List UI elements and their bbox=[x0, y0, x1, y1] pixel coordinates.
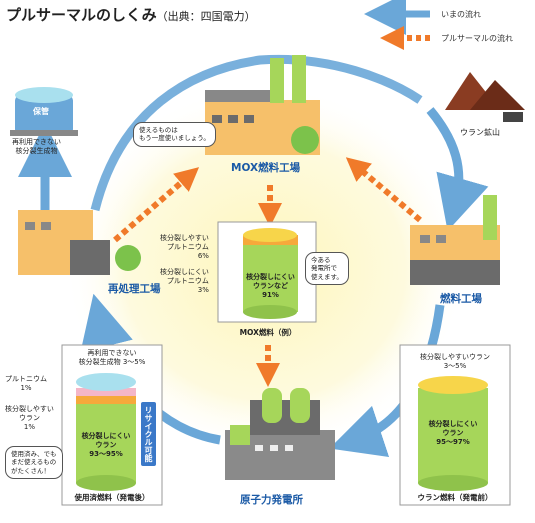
mox-fuel-cylinder bbox=[217, 221, 317, 323]
spent-plutonium-label: プルトニウム 1% bbox=[5, 375, 47, 392]
mox-fissile-pu-label: 核分裂しやすい プルトニウム 6% bbox=[160, 234, 209, 260]
recycle-badge: リサイクル可能 bbox=[141, 402, 156, 466]
mine-icon bbox=[445, 72, 525, 122]
legend-pluthermal-label: プルサーマルの流れ bbox=[441, 34, 513, 43]
spent-usable-bubble: 使用済み、でも まだ使えるもの がたくさん！ bbox=[5, 446, 63, 480]
legend-current-label: いまの流れ bbox=[441, 10, 481, 19]
mox-fuel-caption: MOX燃料（例） bbox=[239, 328, 297, 337]
uranium-fissile-label: 核分裂しやすいウラン 3～5% bbox=[420, 353, 490, 370]
reprocessing-label: 再処理工場 bbox=[108, 283, 161, 295]
uranium-mine-label: ウラン鉱山 bbox=[460, 128, 500, 137]
spent-fission-products-label: 再利用できない 核分裂生成物 3～5% bbox=[78, 349, 146, 366]
mox-uranium-label: 核分裂しにくい ウランなど 91% bbox=[246, 273, 295, 299]
spent-fuel-cylinder bbox=[61, 344, 163, 506]
storage-label: 保管 bbox=[33, 107, 49, 116]
spent-fissile-uranium-label: 核分裂しやすい ウラン 1% bbox=[5, 405, 54, 431]
mox-factory-icon bbox=[205, 55, 320, 155]
uranium-fuel-caption: ウラン燃料（発電前） bbox=[417, 493, 493, 502]
current-plant-bubble: 今ある 発電所で 使えます。 bbox=[305, 252, 349, 286]
fuel-factory-icon bbox=[410, 195, 500, 285]
mox-factory-label: MOX燃料工場 bbox=[231, 162, 301, 174]
spent-fuel-caption: 使用済燃料（発電後） bbox=[74, 493, 150, 502]
title-source: （出典：四国電力） bbox=[156, 10, 256, 23]
cycle-arrow-icon bbox=[90, 54, 423, 212]
power-plant-label: 原子力発電所 bbox=[240, 494, 303, 506]
page-title: プルサーマルのしくみ（出典：四国電力） bbox=[6, 6, 256, 24]
power-plant-icon bbox=[225, 388, 335, 480]
uranium-nonfissile-label: 核分裂しにくい ウラン 95～97% bbox=[428, 420, 478, 446]
reprocessing-plant-icon bbox=[18, 210, 141, 275]
mox-nonfissile-pu-label: 核分裂しにくい プルトニウム 3% bbox=[160, 268, 209, 294]
storage-tank-icon bbox=[10, 87, 78, 136]
mox-reuse-bubble: 使えるものは もう一度使いましょう。 bbox=[133, 122, 216, 147]
uranium-fuel-cylinder bbox=[399, 344, 511, 506]
pluthermal-arrow-icon bbox=[345, 157, 422, 223]
fuel-factory-label: 燃料工場 bbox=[440, 293, 482, 305]
spent-uranium-label: 核分裂しにくい ウラン 93～95% bbox=[81, 432, 131, 458]
storage-note: 再利用できない 核分裂生成物 bbox=[12, 138, 61, 155]
cycle-arrow-icon bbox=[426, 107, 489, 231]
pluthermal-arrow-icon bbox=[113, 167, 200, 243]
